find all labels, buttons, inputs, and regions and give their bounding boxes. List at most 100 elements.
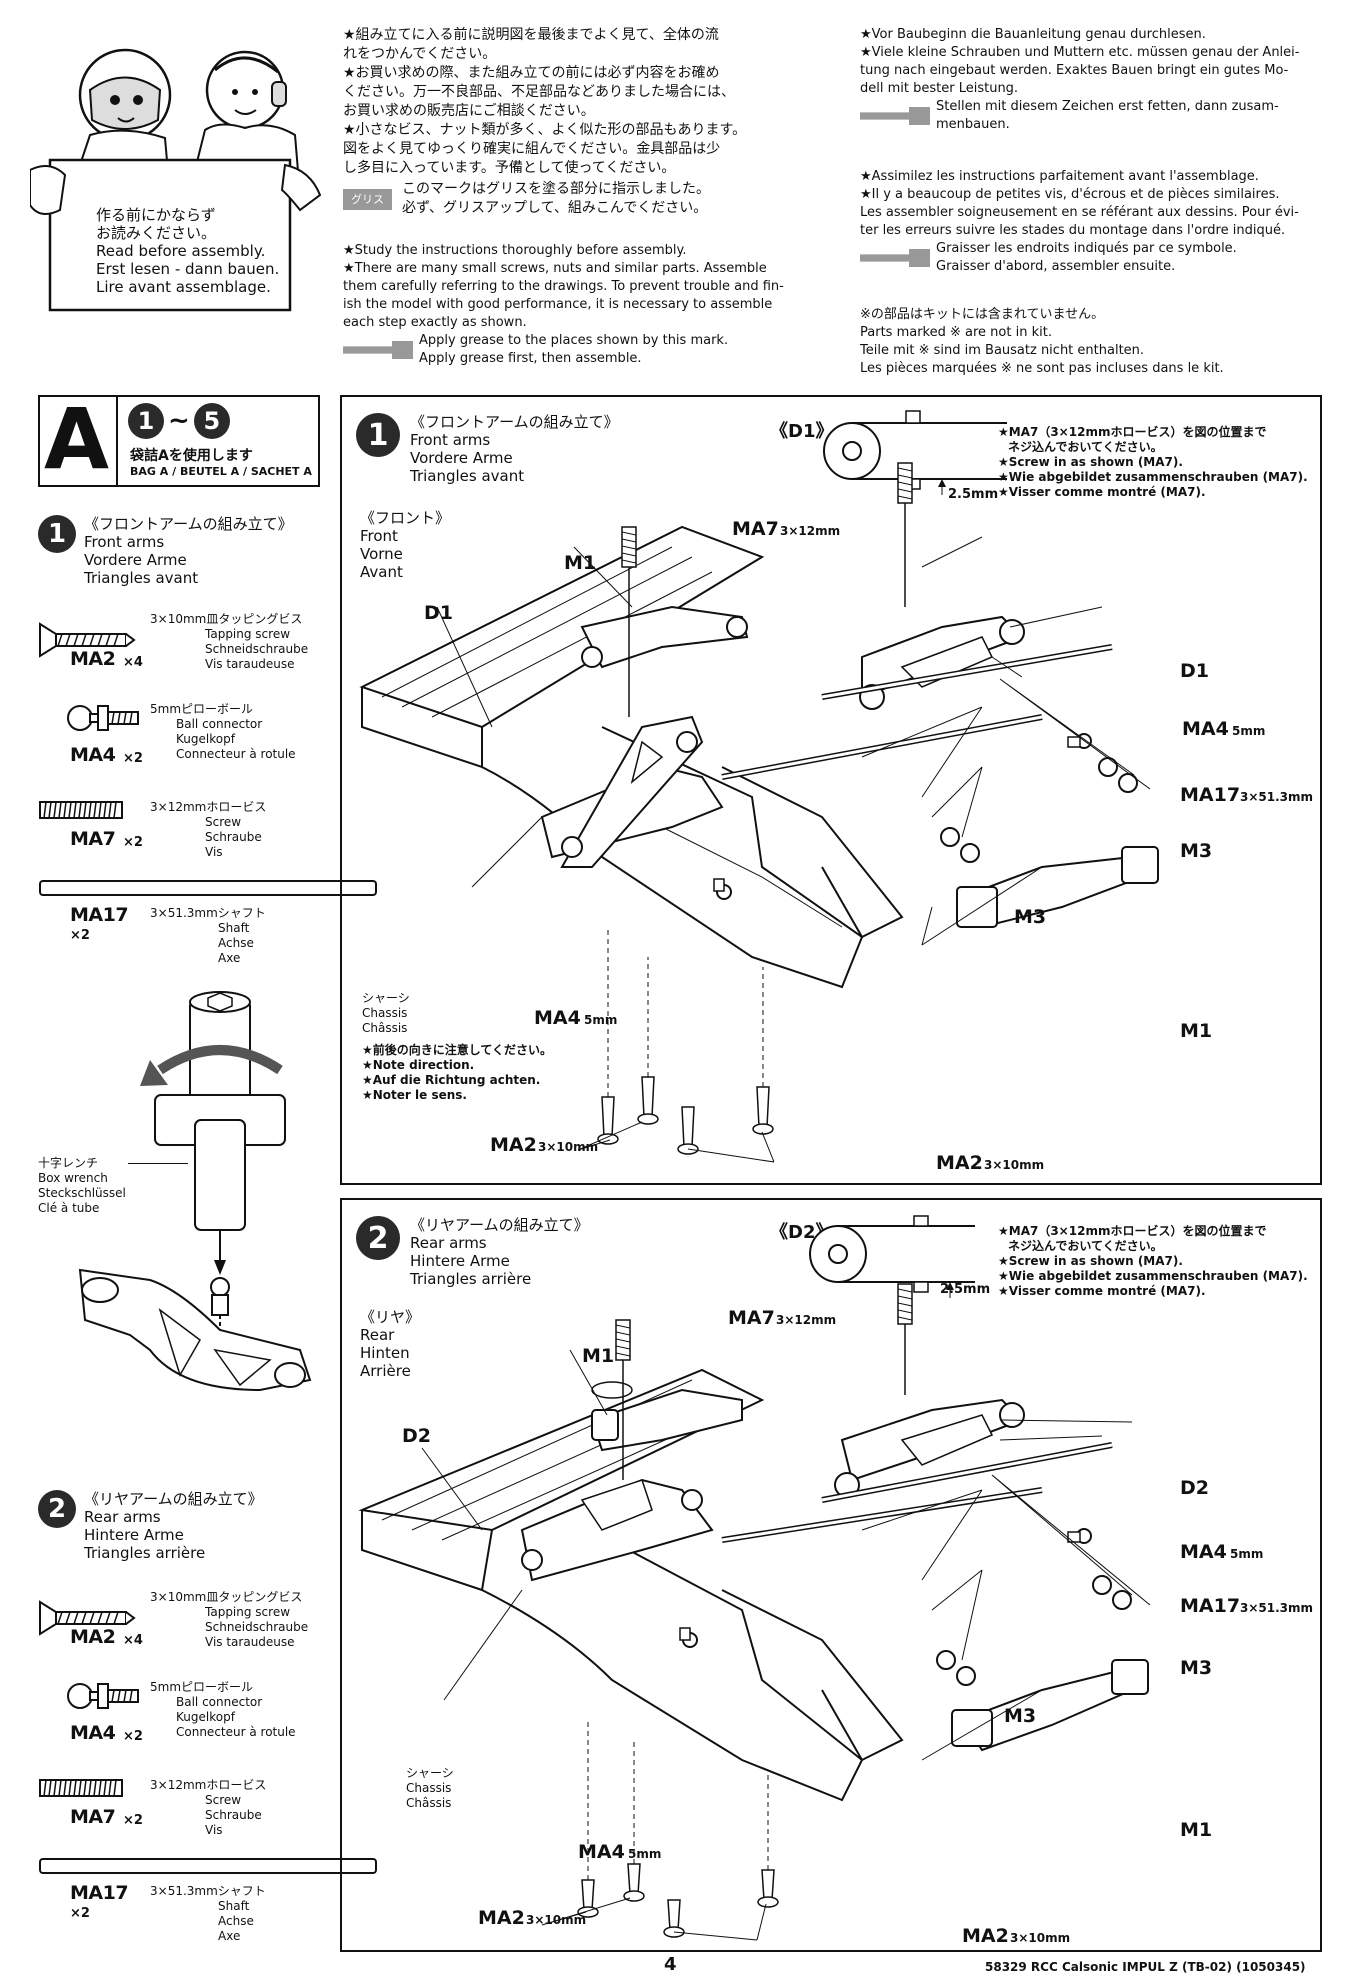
sidebar-step1-title-fr: Triangles avant xyxy=(84,569,199,587)
part-name-fr: Vis xyxy=(205,1823,223,1837)
part-qty: ×2 xyxy=(123,751,143,766)
fr-grease-note: Graisser les endroits indiqués par ce sy… xyxy=(860,240,1330,276)
part-name-jp: 3×10mm皿タッピングビス xyxy=(150,1590,303,1604)
mechanics-illustration xyxy=(29,48,322,312)
step2-panel-header: 2 《リヤアームの組み立て》 Rear arms Hintere Arme Tr… xyxy=(356,1216,589,1288)
part-name-en: Shaft xyxy=(218,921,250,935)
note-line: ★Wie abgebildet zusammenschrauben (MA7). xyxy=(998,1269,1308,1283)
label-ma4-right-size: 5mm xyxy=(1230,1547,1263,1561)
de-grease-line: menbauen. xyxy=(936,117,1010,132)
box-wrench-label: 十字レンチ Box wrench Steckschlüssel Clé à tu… xyxy=(38,1156,126,1216)
de-line: tung nach eingebaut werden. Exaktes Baue… xyxy=(860,63,1289,78)
note-line: ★Visser comme montré (MA7). xyxy=(998,485,1206,499)
fr-line: ★Assimilez les instructions parfaitement… xyxy=(860,169,1259,184)
label-ma2-right: MA2 xyxy=(936,1152,983,1174)
grease-icon xyxy=(860,107,930,125)
fr-line: ter les erreurs suivre les stades du mon… xyxy=(860,223,1286,238)
step1-panel-header: 1 《フロントアームの組み立て》 Front arms Vordere Arme… xyxy=(356,413,619,485)
en-grease-line: Apply grease to the places shown by this… xyxy=(419,333,729,348)
sidebar-parts-2: MA2 ×4 3×10mm皿タッピングビス Tapping screw Schn… xyxy=(38,1588,378,1958)
part-qty: ×2 xyxy=(70,928,90,943)
direction-note-de: ★Auf die Richtung achten. xyxy=(362,1073,541,1087)
bag-ml: BAG A / BEUTEL A / SACHET A xyxy=(130,465,312,478)
part-name-jp: 3×12mmホロービス xyxy=(150,800,267,814)
part-id: MA17 xyxy=(70,904,129,926)
part-id: MA2 xyxy=(70,648,116,670)
jp-line: れをつかんでください。 xyxy=(343,46,497,62)
de-line: ★Viele kleine Schrauben und Muttern etc.… xyxy=(860,45,1300,60)
label-ma4-center: MA4 xyxy=(534,1007,581,1029)
jp-line: お買い求めの販売店にご相談ください。 xyxy=(343,103,595,119)
label-ma4-center-size: 5mm xyxy=(584,1013,617,1027)
step2-title-en: Rear arms xyxy=(410,1234,487,1252)
label-m3-right: M3 xyxy=(1180,840,1212,862)
part-desc: 3×10mm皿タッピングビス Tapping screw Schneidschr… xyxy=(150,612,308,672)
note-line: ★MA7（3×12mmホロービス）を図の位置まで xyxy=(998,1224,1267,1238)
bag-step-from: 1 xyxy=(128,403,164,439)
part-qty: ×2 xyxy=(70,1906,90,1921)
note-line: ★Visser comme montré (MA7). xyxy=(998,1284,1206,1298)
step1-assembly-diagram: MA7 3×12mm M1 D1 D1 MA4 5mm MA17 3×51.3m… xyxy=(359,462,1313,1174)
sign-line: Erst lesen - dann bauen. xyxy=(96,260,280,278)
wrench-jp: 十字レンチ xyxy=(38,1156,99,1170)
label-ma2-right-size: 3×10mm xyxy=(984,1158,1044,1172)
step1-number: 1 xyxy=(356,413,400,457)
part-name-fr: Connecteur à rotule xyxy=(176,1725,296,1739)
label-ma4-right: MA4 xyxy=(1180,1541,1227,1563)
part-id: MA4 xyxy=(70,744,116,766)
part-name-en: Screw xyxy=(205,815,242,829)
de-instructions: ★Vor Baubeginn die Bauanleitung genau du… xyxy=(860,26,1330,134)
sidebar-step2-title-fr: Triangles arrière xyxy=(84,1544,206,1562)
label-ma17-size: 3×51.3mm xyxy=(1240,1601,1313,1615)
grease-icon xyxy=(343,341,413,359)
en-line: them carefully referring to the drawings… xyxy=(343,279,784,294)
part-id: MA7 xyxy=(70,828,116,850)
step1-direction: 《フロント》 Front Vorne Avant xyxy=(360,509,450,581)
part-name-de: Schraube xyxy=(205,1808,262,1822)
not-in-kit-line: Teile mit ※ sind im Bausatz nicht enthal… xyxy=(860,343,1145,358)
part-name-de: Schneidschraube xyxy=(205,642,309,656)
shaft-icon xyxy=(39,1858,377,1874)
part-id: MA2 xyxy=(70,1626,116,1648)
detail-d2-dimension: 2.5mm xyxy=(940,1282,991,1297)
chassis-jp: シャーシ xyxy=(406,1766,454,1780)
part-name-de: Achse xyxy=(218,1914,254,1928)
jp-line: ★組み立てに入る前に説明図を最後までよく見て、全体の流 xyxy=(343,27,719,43)
bag-step-range: 1 ~ 5 xyxy=(128,403,230,439)
detail-d2-diagram xyxy=(809,1215,975,1298)
label-ma7-size: 3×12mm xyxy=(780,524,840,538)
de-line: ★Vor Baubeginn die Bauanleitung genau du… xyxy=(860,27,1206,42)
direction-fr: Arrière xyxy=(360,1362,411,1380)
jp-grease-note: グリス このマークはグリスを塗る部分に指示しました。 必ず、グリスアップして、組… xyxy=(343,180,823,218)
label-ma7: MA7 xyxy=(732,518,779,540)
label-ma2-left-size: 3×10mm xyxy=(526,1913,586,1927)
not-in-kit-line: Parts marked ※ are not in kit. xyxy=(860,325,1052,340)
part-desc: 3×12mmホロービス Screw Schraube Vis xyxy=(150,1778,266,1838)
detail-d1-diagram xyxy=(823,410,1007,495)
sign-line: お読みください。 xyxy=(96,224,217,242)
en-instructions: ★Study the instructions thoroughly befor… xyxy=(343,242,823,368)
sidebar-parts-1: MA2 ×4 3×10mm皿タッピングビス Tapping screw Schn… xyxy=(38,610,378,980)
label-ma7-size: 3×12mm xyxy=(776,1313,836,1327)
direction-note-fr: ★Noter le sens. xyxy=(362,1088,467,1102)
part-name-fr: Axe xyxy=(218,1929,241,1943)
direction-note-jp: ★前後の向きに注意してください。 xyxy=(362,1043,553,1057)
step1-notes: ★MA7（3×12mmホロービス）を図の位置まで ネジ込んでおいてください。 ★… xyxy=(998,425,1308,500)
label-ma17: MA17 xyxy=(1180,784,1240,806)
label-d1-right: D1 xyxy=(1180,660,1209,682)
sign-text: 作る前にかならず お読みください。 Read before assembly. … xyxy=(96,206,279,296)
bag-step-tilde: ~ xyxy=(168,406,190,436)
sign-line: Read before assembly. xyxy=(96,242,266,260)
shaft-icon xyxy=(39,880,377,896)
note-line: ★Screw in as shown (MA7). xyxy=(998,1254,1183,1268)
wrench-en: Box wrench xyxy=(38,1171,108,1185)
grease-icon xyxy=(860,249,930,267)
part-name-fr: Vis taraudeuse xyxy=(205,657,295,671)
part-desc: 3×51.3mmシャフト Shaft Achse Axe xyxy=(150,906,266,966)
part-desc: 3×12mmホロービス Screw Schraube Vis xyxy=(150,800,266,860)
bag-step-to: 5 xyxy=(193,403,230,439)
chassis-fr: Châssis xyxy=(362,1021,408,1035)
part-name-de: Kugelkopf xyxy=(176,1710,235,1724)
chassis-en: Chassis xyxy=(406,1781,452,1795)
label-d1-left: D1 xyxy=(424,602,453,624)
